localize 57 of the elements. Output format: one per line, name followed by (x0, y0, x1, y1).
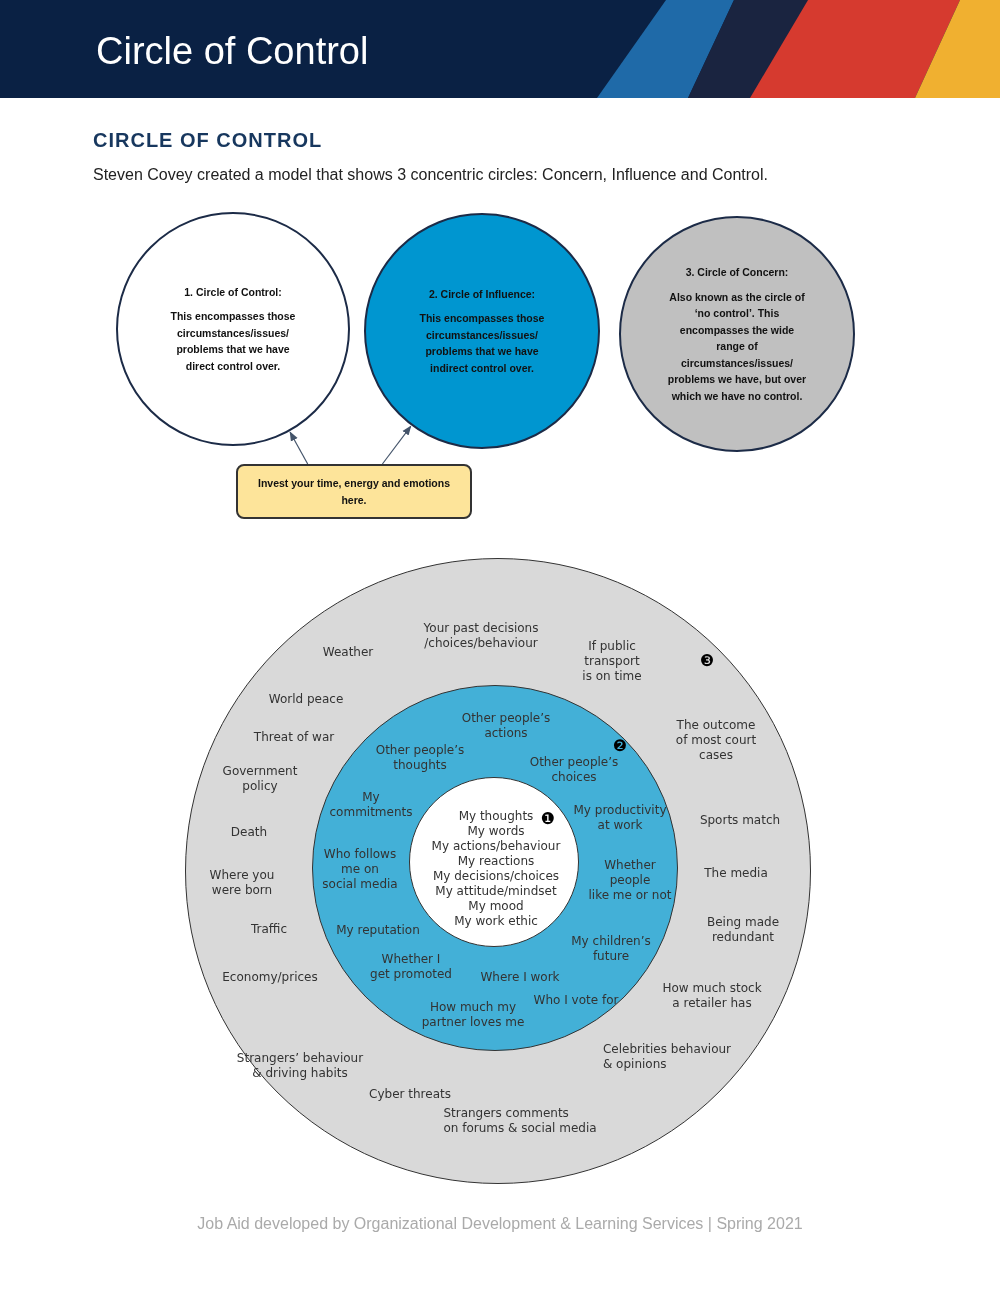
ring-item-text: Strangers comments on forums & social media (443, 1106, 597, 1136)
circle-heading: 2. Circle of Influence: (428, 286, 536, 302)
ring-item-text: My reputation (336, 922, 420, 938)
ring-item-text: Strangers’ behaviour & driving habits (236, 1051, 364, 1081)
circle-description: This encompasses those circumstances/issues/ problems that we have indirect control over. (419, 311, 545, 376)
ring-item-text: Other people’s thoughts (375, 743, 465, 773)
ring-item-text: Where you were born (209, 868, 275, 898)
circle-description: Also known as the circle of ‘no control’. This encompasses the wide range of circumstances/issues/ problems we have, but over which we have no control. (667, 289, 807, 404)
ring-item-text: Economy/prices (222, 969, 318, 985)
ring-item-text: My reactions (457, 853, 535, 869)
intro-text: Steven Covey created a model that shows 3 concentric circles: Concern, Influence and Control. (93, 166, 768, 184)
ring-item-text: Who I vote for (533, 992, 619, 1008)
ring-item-text: My mood (468, 898, 524, 914)
arrow (289, 431, 309, 465)
circled-number: ❶ (540, 811, 556, 827)
ring-item-text: If public transport is on time (582, 638, 642, 684)
ring-item-text: Other people’s choices (529, 755, 619, 785)
ring-item-text: Weather (322, 644, 374, 660)
footer-text: Job Aid developed by Organizational Development & Learning Services | Spring 2021 (196, 1215, 804, 1233)
ring-item-text: Other people’s actions (461, 711, 551, 741)
ring-item-text: Sports match (699, 812, 781, 828)
ring-item-text: Celebrities behaviour & opinions (602, 1042, 732, 1072)
ring-item-text: My actions/behaviour (431, 838, 561, 854)
circle-description: This encompasses those circumstances/issues/ problems that we have direct control over. (170, 309, 296, 374)
ring-item-text: My work ethic (454, 913, 538, 929)
ring-item-text: Where I work (480, 969, 560, 985)
ring-item-text: My attitude/mindset (435, 883, 557, 899)
ring-item-text: Cyber threats (369, 1086, 451, 1102)
ring-item-text: My children’s future (571, 934, 651, 964)
circled-number: ❷ (612, 738, 628, 754)
ring-item-text: World peace (268, 691, 344, 707)
ring-item-text: How much my partner loves me (421, 1000, 525, 1030)
callout-text: Invest your time, energy and emotions here. (258, 476, 450, 508)
ring-item-text: Whether I get promoted (370, 952, 452, 982)
ring-item-text: My productivity at work (573, 803, 667, 833)
ring-item-text: Government policy (222, 764, 298, 794)
circled-number: ❸ (699, 653, 715, 669)
ring-item-text: Your past decisions /choices/behaviour (423, 621, 539, 651)
ring-item-text: Whether people like me or not (588, 857, 672, 903)
ring-item-text: My commitments (329, 790, 413, 820)
ring-item-text: The outcome of most court cases (675, 717, 757, 763)
ring-item-text: Death (230, 824, 268, 840)
ring-item-text: The media (704, 865, 768, 881)
section-heading: CIRCLE OF CONTROL (93, 129, 323, 152)
ring-item-text: My words (467, 823, 525, 839)
circle-heading: 1. Circle of Control: (184, 284, 282, 300)
arrow (381, 425, 412, 465)
page-title: Circle of Control (96, 29, 369, 74)
callout-box (236, 464, 472, 519)
ring-item-text: My thoughts (458, 808, 534, 824)
circle-heading: 3. Circle of Concern: (685, 265, 789, 280)
ring-item-text: My decisions/choices (432, 868, 560, 884)
ring-item-text: How much stock a retailer has (662, 981, 762, 1011)
ring-item-text: Who follows me on social media (322, 846, 398, 892)
ring-item-text: Threat of war (253, 729, 335, 745)
ring-item-text: Traffic (250, 921, 288, 937)
ring-item-text: Being made redundant (707, 915, 779, 945)
